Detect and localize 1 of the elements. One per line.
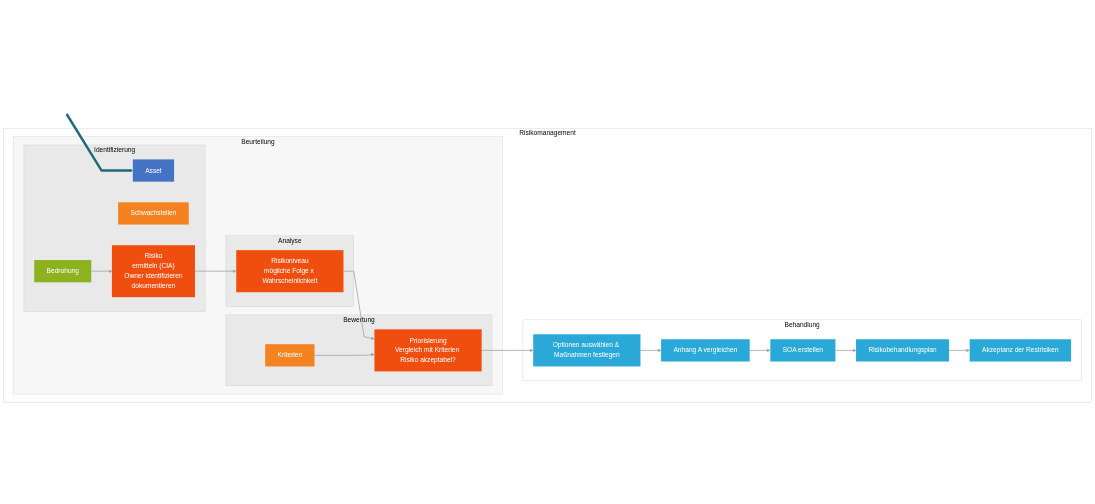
arrow (65, 113, 133, 173)
